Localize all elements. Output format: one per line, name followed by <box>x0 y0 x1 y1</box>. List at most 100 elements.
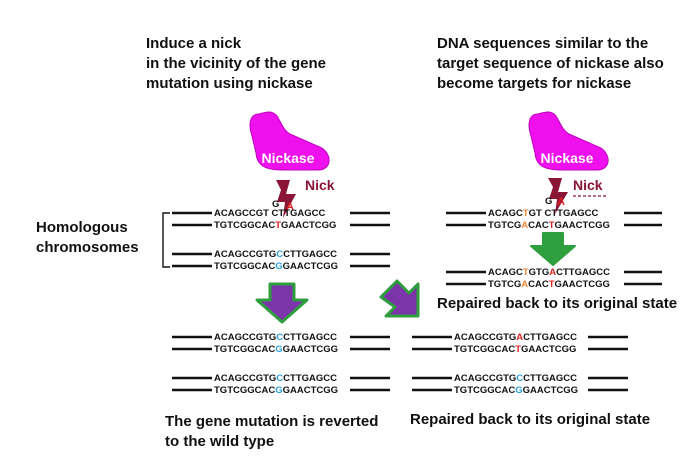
dna-segment: GAACTCGG <box>281 220 336 231</box>
dna-segment: CTTGAGCC <box>545 208 599 219</box>
reverted-label-line-1: The gene mutation is reverted <box>165 413 379 430</box>
dna-segment: A <box>516 332 523 343</box>
left-title-line-3: mutation using nickase <box>146 75 313 92</box>
dna-seq-result-a-top: ACAGCCGTGCCTTGAGCC <box>214 332 337 343</box>
dna-segment: T <box>549 220 555 231</box>
nick-bolt-left: Nick <box>276 177 335 218</box>
dna-seq-right-repaired-top: ACAGCTGTGACTTGAGCC <box>488 267 610 278</box>
cut-base-left-g: G <box>272 199 279 210</box>
dna-segment: CTTGAGCC <box>283 332 337 343</box>
left-title-line-1: Induce a nick <box>146 35 242 52</box>
dna-seq-result-a-bottom: TGTCGGCACGGAACTCGG <box>214 344 338 355</box>
cut-base-right-g: G <box>545 196 552 207</box>
dna-duplex-right-offtarget: ACAGCTGT CTTGAGCC TGTCGACACTGAACTCGG <box>446 208 662 231</box>
dna-segment: GAACTCGG <box>523 385 578 396</box>
dna-segment: TGTCGGCAC <box>214 220 275 231</box>
dna-segment: ACAGC <box>488 208 523 219</box>
cut-base-left-a: A <box>286 201 294 213</box>
dna-segment: C <box>276 373 283 384</box>
dna-segment: T <box>549 279 555 290</box>
dna-segment: CTTGAGCC <box>283 373 337 384</box>
right-title-line-2: target sequence of nickase also <box>437 55 664 72</box>
dna-segment: ACAGC <box>488 267 523 278</box>
dna-segment: TGTCGGCAC <box>454 385 515 396</box>
dna-segment: C <box>516 373 523 384</box>
dna-segment: CTTGAGCC <box>272 208 326 219</box>
nickase-enzyme-right: Nickase <box>528 111 609 171</box>
dna-segment: TGTCGGCAC <box>214 344 275 355</box>
dna-seq-result-c-top: ACAGCCGTGACTTGAGCC <box>454 332 577 343</box>
dna-segment: GAACTCGG <box>555 279 610 290</box>
dna-segment: ACAGCCGTG <box>214 332 276 343</box>
dna-segment: A <box>521 220 528 231</box>
nickase-enzyme-left: Nickase <box>249 111 330 171</box>
nickase-label-right: Nickase <box>541 150 594 166</box>
dna-duplex-result-c: ACAGCCGTGACTTGAGCC TGTCGGCACTGAACTCGG <box>412 332 628 355</box>
right-title: DNA sequences similar to the target sequ… <box>437 34 664 94</box>
dna-duplex-left-wildtype: ACAGCCGTGCCTTGAGCC TGTCGGCACGGAACTCGG <box>172 249 390 272</box>
dna-segment: GT <box>529 208 542 219</box>
dna-seq-result-d-bottom: TGTCGGCACGGAACTCGG <box>454 385 578 396</box>
dna-segment: CTTGAGCC <box>283 249 337 260</box>
dna-segment: TGTCGGCAC <box>214 385 275 396</box>
repaired-label-upper: Repaired back to its original state <box>437 295 678 312</box>
dna-segment: G <box>275 261 282 272</box>
homologous-chromosomes-label: Homologous chromosomes <box>36 218 139 258</box>
right-title-line-3: become targets for nickase <box>437 75 632 92</box>
repaired-label-lower: Repaired back to its original state <box>410 411 651 428</box>
arrow-down-left <box>255 282 309 324</box>
dna-segment: GAACTCGG <box>283 344 338 355</box>
dna-segment: ACAGCCGTG <box>454 332 516 343</box>
dna-segment: CAC <box>528 279 549 290</box>
homologous-bracket <box>162 212 170 268</box>
dna-segment: ACAGCCGT <box>214 208 269 219</box>
dna-segment: CTTGAGCC <box>523 373 577 384</box>
dna-duplex-left-mutant: ACAGCCGT CTTGAGCC TGTCGGCACTGAACTCGG <box>172 208 390 231</box>
dna-segment: A <box>521 279 528 290</box>
dna-segment: G <box>515 385 522 396</box>
dna-duplex-right-repaired: ACAGCTGTGACTTGAGCC TGTCGACACTGAACTCGG <box>446 267 662 290</box>
dna-seq-right-top: ACAGCTGT CTTGAGCC <box>488 208 598 219</box>
dna-seq-result-d-top: ACAGCCGTGCCTTGAGCC <box>454 373 577 384</box>
dna-seq-left-mutant-bottom: TGTCGGCACTGAACTCGG <box>214 220 336 231</box>
dna-segment: TGTCGGCAC <box>454 344 515 355</box>
dna-segment: GAACTCGG <box>555 220 610 231</box>
dna-seq-left-wildtype-top: ACAGCCGTGCCTTGAGCC <box>214 249 337 260</box>
dna-segment: T <box>515 344 521 355</box>
dna-seq-left-mutant-top: ACAGCCGT CTTGAGCC <box>214 208 325 219</box>
dna-seq-result-b-bottom: TGTCGGCACGGAACTCGG <box>214 385 338 396</box>
reverted-label: The gene mutation is reverted to the wil… <box>165 412 378 452</box>
dna-segment: ACAGCCGTG <box>454 373 516 384</box>
dna-segment: GAACTCGG <box>283 385 338 396</box>
dna-segment: C <box>276 249 283 260</box>
dna-segment: ACAGCCGTG <box>214 373 276 384</box>
dna-seq-right-repaired-bottom: TGTCGACACTGAACTCGG <box>488 279 610 290</box>
dna-segment: G <box>275 385 282 396</box>
dna-segment: GAACTCGG <box>521 344 576 355</box>
dna-segment: T <box>523 208 529 219</box>
arrow-diagonal-center <box>379 279 420 318</box>
dna-segment: GTG <box>529 267 550 278</box>
dna-segment: G <box>275 344 282 355</box>
dna-seq-result-c-bottom: TGTCGGCACTGAACTCGG <box>454 344 576 355</box>
right-title-line-1: DNA sequences similar to the <box>437 35 649 52</box>
dna-segment: CAC <box>528 220 549 231</box>
dna-seq-result-b-top: ACAGCCGTGCCTTGAGCC <box>214 373 337 384</box>
dna-segment: CTTGAGCC <box>523 332 577 343</box>
dna-duplex-result-d: ACAGCCGTGCCTTGAGCC TGTCGGCACGGAACTCGG <box>412 373 628 396</box>
dna-segment: GAACTCGG <box>283 261 338 272</box>
dna-segment: TGTCG <box>488 220 521 231</box>
dna-segment: T <box>275 220 281 231</box>
reverted-label-line-2: to the wild type <box>165 433 275 450</box>
nickase-label-left: Nickase <box>262 150 315 166</box>
dna-segment: ACAGCCGTG <box>214 249 276 260</box>
dna-segment: CTTGAGCC <box>556 267 610 278</box>
arrow-down-right <box>530 232 576 266</box>
dna-segment: TGTCGGCAC <box>214 261 275 272</box>
left-title: Induce a nick in the vicinity of the gen… <box>146 34 326 94</box>
dna-segment: TGTCG <box>488 279 521 290</box>
dna-duplex-result-a: ACAGCCGTGCCTTGAGCC TGTCGGCACGGAACTCGG <box>172 332 390 355</box>
cut-base-right-a: A <box>557 196 565 208</box>
